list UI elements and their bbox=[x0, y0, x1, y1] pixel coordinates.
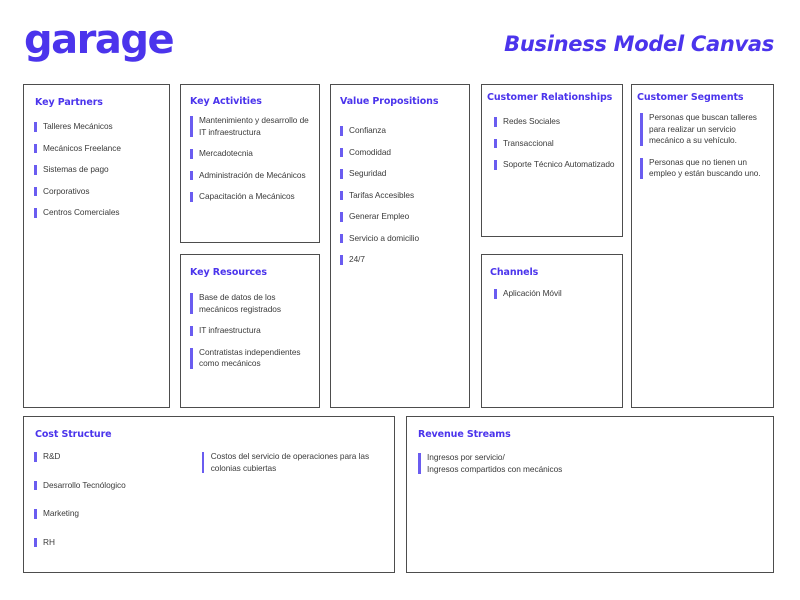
list-item: Redes Sociales bbox=[494, 116, 616, 128]
list-item: Comodidad bbox=[340, 147, 463, 159]
list-item: Soporte Técnico Automatizado bbox=[494, 159, 616, 171]
list-item: Mercadotecnia bbox=[190, 148, 313, 160]
list-item: Sistemas de pago bbox=[34, 164, 163, 176]
list-item: IT infraestructura bbox=[190, 325, 313, 337]
block-revenue-streams: Revenue Streams Ingresos por servicio/In… bbox=[406, 416, 774, 573]
list-item: Administración de Mecánicos bbox=[190, 170, 313, 182]
list-item: Desarrollo Tecnólogico bbox=[34, 480, 202, 492]
item-list-revenue-streams: Ingresos por servicio/Ingresos compartid… bbox=[418, 452, 767, 485]
page-header: garage Business Model Canvas bbox=[0, 0, 800, 78]
list-item: Mantenimiento y desarrollo de IT infraes… bbox=[190, 115, 313, 138]
list-item: Centros Comerciales bbox=[34, 207, 163, 219]
list-item: Generar Empleo bbox=[340, 211, 463, 223]
list-item: RH bbox=[34, 537, 202, 549]
list-item: Marketing bbox=[34, 508, 202, 520]
page-title: Business Model Canvas bbox=[504, 32, 774, 56]
block-title-revenue-streams: Revenue Streams bbox=[418, 429, 511, 440]
item-list-channels: Aplicación Móvil bbox=[494, 288, 616, 310]
garage-logo: garage bbox=[24, 17, 175, 63]
list-item: Transaccional bbox=[494, 138, 616, 150]
list-item: Personas que buscan talleres para realiz… bbox=[640, 112, 767, 147]
list-item: Contratistas independientes como mecánic… bbox=[190, 347, 313, 370]
block-key-resources: Key Resources Base de datos de los mecán… bbox=[180, 254, 320, 408]
block-title-channels: Channels bbox=[490, 267, 539, 278]
block-title-cost-structure: Cost Structure bbox=[35, 429, 112, 440]
list-item: Corporativos bbox=[34, 186, 163, 198]
list-item: Costos del servicio de operaciones para … bbox=[201, 451, 386, 474]
item-list-cost-structure-right: Costos del servicio de operaciones para … bbox=[201, 451, 386, 565]
block-title-key-resources: Key Resources bbox=[190, 267, 267, 278]
list-item: Ingresos por servicio/Ingresos compartid… bbox=[418, 452, 767, 475]
block-title-value-propositions: Value Propositions bbox=[340, 96, 439, 107]
block-title-key-activities: Key Activities bbox=[190, 96, 262, 107]
list-item: Servicio a domicilio bbox=[340, 233, 463, 245]
list-item: Aplicación Móvil bbox=[494, 288, 616, 300]
list-item: 24/7 bbox=[340, 254, 463, 266]
list-item: Confianza bbox=[340, 125, 463, 137]
list-item: Capacitación a Mecánicos bbox=[190, 191, 313, 203]
list-item: Personas que no tienen un empleo y están… bbox=[640, 157, 767, 180]
block-key-activities: Key Activities Mantenimiento y desarroll… bbox=[180, 84, 320, 243]
item-list-customer-segments: Personas que buscan talleres para realiz… bbox=[640, 112, 767, 190]
block-channels: Channels Aplicación Móvil bbox=[481, 254, 623, 408]
block-title-customer-segments: Customer Segments bbox=[637, 92, 744, 103]
list-item: Tarifas Accesibles bbox=[340, 190, 463, 202]
block-customer-segments: Customer Segments Personas que buscan ta… bbox=[631, 84, 774, 408]
item-list-key-resources: Base de datos de los mecánicos registrad… bbox=[190, 292, 313, 380]
block-cost-structure: Cost Structure R&D Desarrollo Tecnólogico… bbox=[23, 416, 395, 573]
block-title-customer-relationships: Customer Relationships bbox=[487, 92, 613, 103]
item-list-key-activities: Mantenimiento y desarrollo de IT infraes… bbox=[190, 115, 313, 213]
block-title-key-partners: Key Partners bbox=[35, 97, 103, 108]
list-item: Talleres Mecánicos bbox=[34, 121, 163, 133]
list-item: Seguridad bbox=[340, 168, 463, 180]
list-item: Base de datos de los mecánicos registrad… bbox=[190, 292, 313, 315]
list-item: Mecánicos Freelance bbox=[34, 143, 163, 155]
list-item: R&D bbox=[34, 451, 202, 463]
